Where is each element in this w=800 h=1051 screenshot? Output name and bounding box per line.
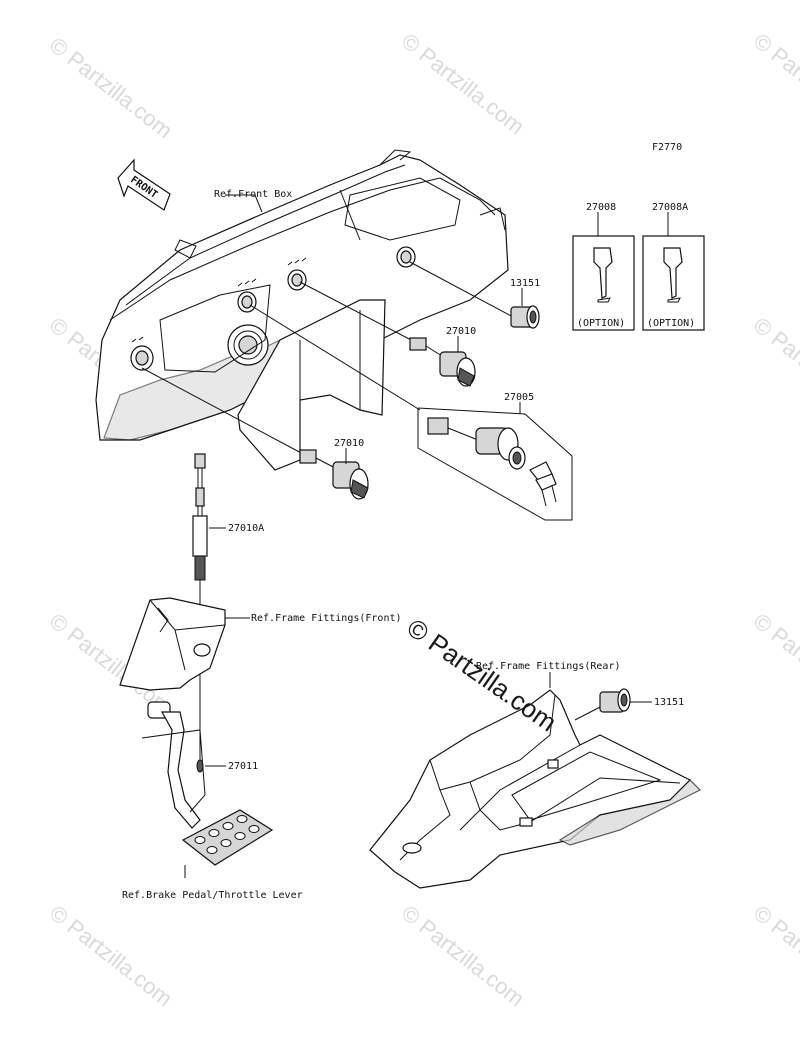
center-watermark: © Partzilla.com: [402, 612, 563, 737]
dashboard-panel: [95, 149, 509, 471]
label-ref-front-box: Ref.Front Box: [214, 189, 292, 200]
frame-fitting-front: [119, 597, 226, 691]
key-box-27008: (OPTION): [572, 235, 635, 331]
leader-13151-bottom-mount: [574, 705, 603, 721]
key-option-note: (OPTION): [647, 318, 695, 329]
label-ref-frame-rear: Ref.Frame Fittings(Rear): [476, 661, 621, 672]
watermark: © Partzilla.com: [749, 900, 800, 1011]
key-part-number: 27008: [586, 202, 616, 213]
socket-13151-bottom: [599, 688, 631, 713]
label-ref-frame-front: Ref.Frame Fittings(Front): [251, 613, 402, 624]
bracket-27005: [417, 407, 573, 521]
label-13151-bottom: 13151: [654, 697, 684, 708]
front-arrow: FRONT: [117, 158, 171, 211]
socket-13151-top: [510, 305, 540, 329]
leader-27010-upper: [299, 281, 416, 343]
label-27005: 27005: [504, 392, 534, 403]
pin-27011-head: [196, 759, 204, 773]
leader-27005: [249, 304, 421, 411]
label-13151-top: 13151: [510, 278, 540, 289]
ignition-switch-27005: [427, 417, 557, 507]
watermark: © Partzilla.com: [45, 900, 177, 1011]
watermark: © Partzilla.com: [749, 28, 800, 139]
leader-front-box: [225, 194, 263, 213]
key-part-number: 27008A: [652, 202, 688, 213]
brake-pedal: [141, 701, 274, 866]
label-ref-brake: Ref.Brake Pedal/Throttle Lever: [122, 890, 303, 901]
watermark: © Partzilla.com: [397, 28, 529, 139]
key-option-note: (OPTION): [577, 318, 625, 329]
key-box-27008A: (OPTION): [642, 235, 705, 331]
label-27010-lower: 27010: [334, 438, 364, 449]
figure-code: F2770: [652, 142, 682, 153]
label-27010-upper: 27010: [446, 326, 476, 337]
label-27011: 27011: [228, 761, 258, 772]
watermark: © Partzilla.com: [749, 312, 800, 423]
switch-27010-upper: [409, 337, 476, 387]
label-27010A: 27010A: [228, 523, 264, 534]
frame-fitting-rear: [369, 689, 702, 889]
watermark: © Partzilla.com: [749, 608, 800, 719]
brake-switch-27010A: [192, 453, 208, 581]
leader-13151-top: [409, 261, 516, 319]
leader-27010-lower: [141, 367, 306, 456]
watermark: © Partzilla.com: [397, 900, 529, 1011]
watermark: © Partzilla.com: [45, 32, 177, 143]
switch-27010-lower: [299, 449, 369, 500]
